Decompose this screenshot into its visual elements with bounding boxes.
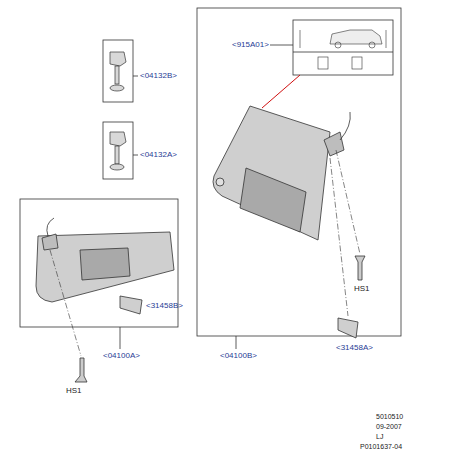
fastener-code: HS1 bbox=[354, 284, 370, 294]
callout-number: <04132B> bbox=[140, 71, 177, 81]
reference-code: 5010510 bbox=[376, 412, 403, 421]
callout-number: <04132A> bbox=[140, 150, 177, 160]
callout-number: <915A01> bbox=[232, 40, 269, 50]
callout-number: <04100B> bbox=[220, 351, 257, 361]
fastener-code: HS1 bbox=[66, 386, 82, 396]
drawing-number: P0101637-04 bbox=[360, 442, 402, 451]
date-code: 09-2007 bbox=[376, 422, 402, 431]
callout-number: <31458B> bbox=[146, 301, 183, 311]
callout-number: <04100A> bbox=[103, 351, 140, 361]
author-code: LJ bbox=[376, 432, 383, 441]
callout-number: <31458A> bbox=[336, 343, 373, 353]
